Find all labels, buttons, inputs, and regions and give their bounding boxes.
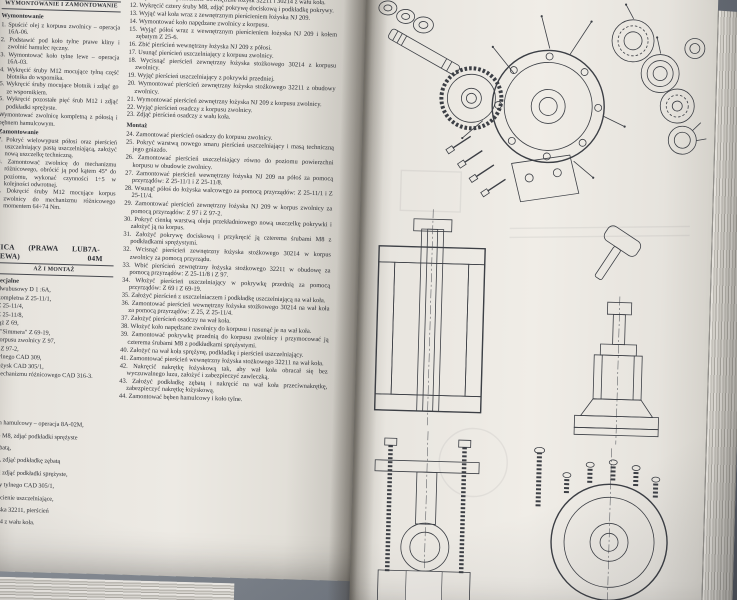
figure-press-tool [573, 296, 659, 445]
bearing-set [611, 19, 706, 124]
disassembly-steps-list: 10. Wykręcić dwanaście śrub M8 i zdjąć o… [127, 0, 339, 124]
figure-puller-operation [374, 431, 480, 600]
figure-exploded-assembly [378, 0, 707, 203]
fragment-line: ę zębatą, [0, 444, 12, 452]
fragment-line: pierścienie uszczelniające, [0, 493, 54, 503]
fragment-line: M8 i zdjąć podkładki sprężyste, [0, 469, 68, 478]
removal-note: Wymontować zwolnicę kompletną z półosią … [0, 111, 118, 128]
step-item: 8. Zamontować zwolnicę do mechanizmu róż… [0, 158, 117, 189]
section-banner: WYMONTOWANIE I ZAMONTOWANIE [1, 0, 121, 13]
left-page-column-1: ZWOLNICA LEWA 7A-03M WYMONTOWANIE I ZAMO… [0, 0, 121, 534]
fragment-line: ęben hamulcowy – operacja 8A-02M, [0, 419, 84, 429]
hub-studs [562, 459, 661, 498]
section-code-overhaul: 7A-04M [87, 244, 103, 263]
callout-leaders [461, 3, 662, 179]
bleed-through-ghosting [399, 169, 690, 498]
left-page-column-2: 10. Wykręcić dwanaście śrub M8 i zdjąć o… [119, 0, 339, 406]
left-page: ZWOLNICA LEWA 7A-03M WYMONTOWANIE I ZAMO… [0, 0, 367, 582]
figure-mallet [594, 225, 642, 280]
technical-drawings [373, 0, 707, 600]
figure-wheel-hub [534, 446, 668, 600]
axle-shaft [388, 28, 460, 76]
step-item: 9. Dokręcić śruby M12 mocujące korpus zw… [0, 187, 116, 211]
section-title-overhaul: NICA (PRAWA LUB LEWA) [0, 242, 88, 261]
section-header-overhaul: NICA (PRAWA LUB LEWA) 7A-04M [0, 242, 114, 263]
fragment-line: kowy tylnego CAD 305/1, [0, 481, 55, 490]
drive-gear [439, 66, 504, 131]
right-page-figures [349, 0, 718, 600]
install-steps-list: 7. Pokryć wielowypust półosi oraz pierśc… [0, 136, 117, 212]
tools-list: dwubusowy D 1 :6A,kompletna Z 25-11/1,Z … [0, 285, 113, 380]
step-item: 6. Wykręcić pozostałe pięć śrub M12 i zd… [0, 95, 119, 112]
section-banner-overhaul: AŻ I MONTAŻ [0, 262, 114, 278]
disassembly-fragments-list: ęben hamulcowy – operacja 8A-02M, śrub M8… [0, 419, 109, 528]
bracket-plate [511, 154, 580, 203]
fragment-line: łożyska 32211, pierścień [0, 505, 49, 515]
fragment-line: 30214 z wału koła. [0, 518, 35, 527]
figure-housing-cross-section [373, 209, 486, 426]
bolt-cluster [445, 135, 506, 198]
removal-steps-list: 1. Spuścić olej z korpusu zwolnicy – ope… [0, 21, 120, 114]
small-hub [667, 122, 707, 155]
fragment-line: ową, zdjąć podkładkę zębatą [0, 456, 61, 466]
assembly-steps-list: 24. Zamontować pierścień osadczy do korp… [119, 131, 334, 406]
fragment-line: śrub M8, zdjąć podkładki sprężyste [0, 431, 78, 442]
right-page [349, 0, 719, 600]
step-item: 7. Pokryć wielowypust półosi oraz pierśc… [0, 136, 118, 160]
